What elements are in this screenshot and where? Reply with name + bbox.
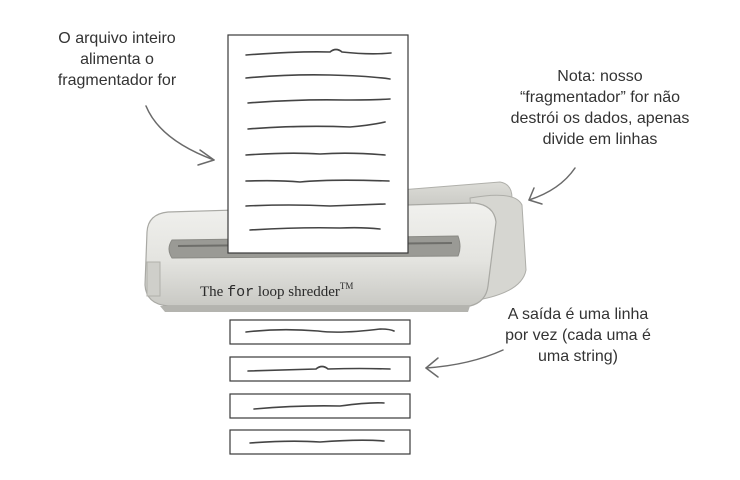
shredder-label-post: loop shredder bbox=[254, 284, 340, 300]
input-page bbox=[227, 34, 409, 254]
input-page-line bbox=[249, 226, 381, 231]
input-page-line bbox=[245, 203, 386, 207]
note-line: destrói os dados, apenas bbox=[510, 110, 690, 127]
input-page-line bbox=[245, 179, 390, 183]
note-whole-file-feeds: O arquivo inteiro alimenta o fragmentado… bbox=[22, 28, 212, 91]
output-strip bbox=[229, 393, 411, 419]
shredder-label-pre: The bbox=[200, 284, 228, 300]
arrow-to-output-strips-head bbox=[425, 357, 439, 378]
arrow-to-input-page bbox=[145, 105, 215, 161]
note-line: divide em linhas bbox=[542, 131, 658, 148]
note-line: por vez (cada uma é bbox=[505, 327, 651, 344]
shredder-label-keyword: for bbox=[227, 284, 255, 301]
input-page-lines bbox=[245, 48, 392, 231]
note-line: Nota: nosso bbox=[557, 68, 643, 85]
arrow-to-input-page-head bbox=[197, 149, 215, 166]
output-strip-line bbox=[253, 402, 385, 410]
output-strips bbox=[229, 319, 411, 455]
note-output-one-line: A saída é uma linha por vez (cada uma é … bbox=[488, 304, 668, 367]
output-strip-line bbox=[245, 328, 395, 333]
note-does-not-destroy: Nota: nosso “fragmentador” for não destr… bbox=[490, 66, 710, 150]
input-page-line bbox=[247, 121, 386, 130]
note-line: O arquivo inteiro bbox=[58, 30, 176, 47]
shredder-brand-label: The for loop shredderTM bbox=[200, 281, 460, 301]
output-strip-line bbox=[249, 439, 385, 444]
output-strip-lines bbox=[245, 328, 395, 444]
note-line: “fragmentador” for não bbox=[519, 89, 681, 106]
trademark-mark: TM bbox=[339, 281, 354, 291]
input-page-line bbox=[245, 152, 386, 156]
note-line: uma string) bbox=[537, 348, 619, 365]
note-line: fragmentador for bbox=[57, 72, 177, 89]
arrow-to-shredder-head bbox=[528, 187, 543, 205]
note-line: alimenta o bbox=[80, 51, 154, 68]
input-page-line bbox=[245, 74, 391, 80]
input-page-line bbox=[247, 98, 391, 104]
annotation-arrows bbox=[145, 105, 576, 378]
arrow-to-output-strips bbox=[425, 349, 504, 369]
arrow-to-shredder bbox=[528, 167, 576, 201]
input-page-sheet bbox=[227, 34, 409, 254]
note-line: A saída é uma linha bbox=[507, 306, 649, 323]
input-page-line bbox=[245, 48, 392, 56]
output-slot bbox=[146, 261, 161, 297]
output-strip-line bbox=[247, 365, 391, 372]
